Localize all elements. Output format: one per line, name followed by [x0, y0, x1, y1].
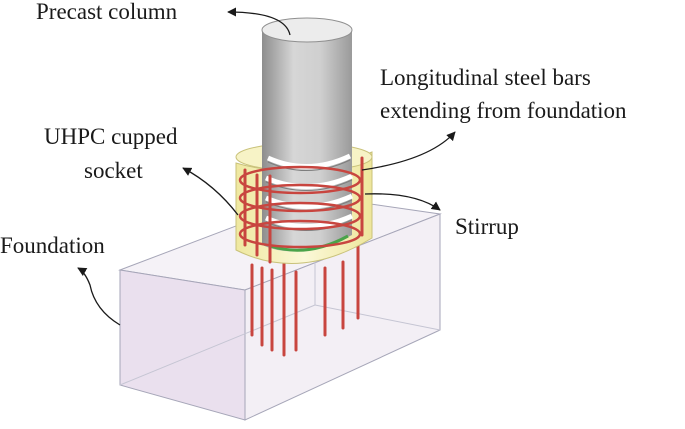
arrow-stirrup [364, 193, 441, 211]
stirrup [238, 201, 362, 231]
stirrups [238, 165, 362, 249]
arrow-uhpc-socket [182, 167, 239, 216]
foundation-label: Foundation [0, 233, 105, 258]
longitudinal-bars-label-line1: Longitudinal steel bars [380, 65, 591, 90]
arrow-foundation [77, 267, 121, 326]
stirrup-label: Stirrup [455, 214, 519, 239]
stirrup [238, 165, 362, 195]
arrow-precast-column [227, 7, 291, 36]
base-seal [269, 234, 349, 252]
precast-column [261, 17, 354, 252]
uhpc-socket-label-line2: socket [84, 158, 143, 183]
uhpc-socket-label-line1: UHPC cupped [44, 124, 178, 149]
precast-column-label: Precast column [36, 0, 178, 24]
arrow-longitudinal-bars [361, 131, 456, 171]
socket-bars [243, 156, 364, 264]
longitudinal-bars-label-line2: extending from foundation [380, 98, 627, 123]
leader-arrows [77, 7, 456, 326]
stirrup [238, 183, 362, 213]
stirrup [238, 219, 362, 249]
